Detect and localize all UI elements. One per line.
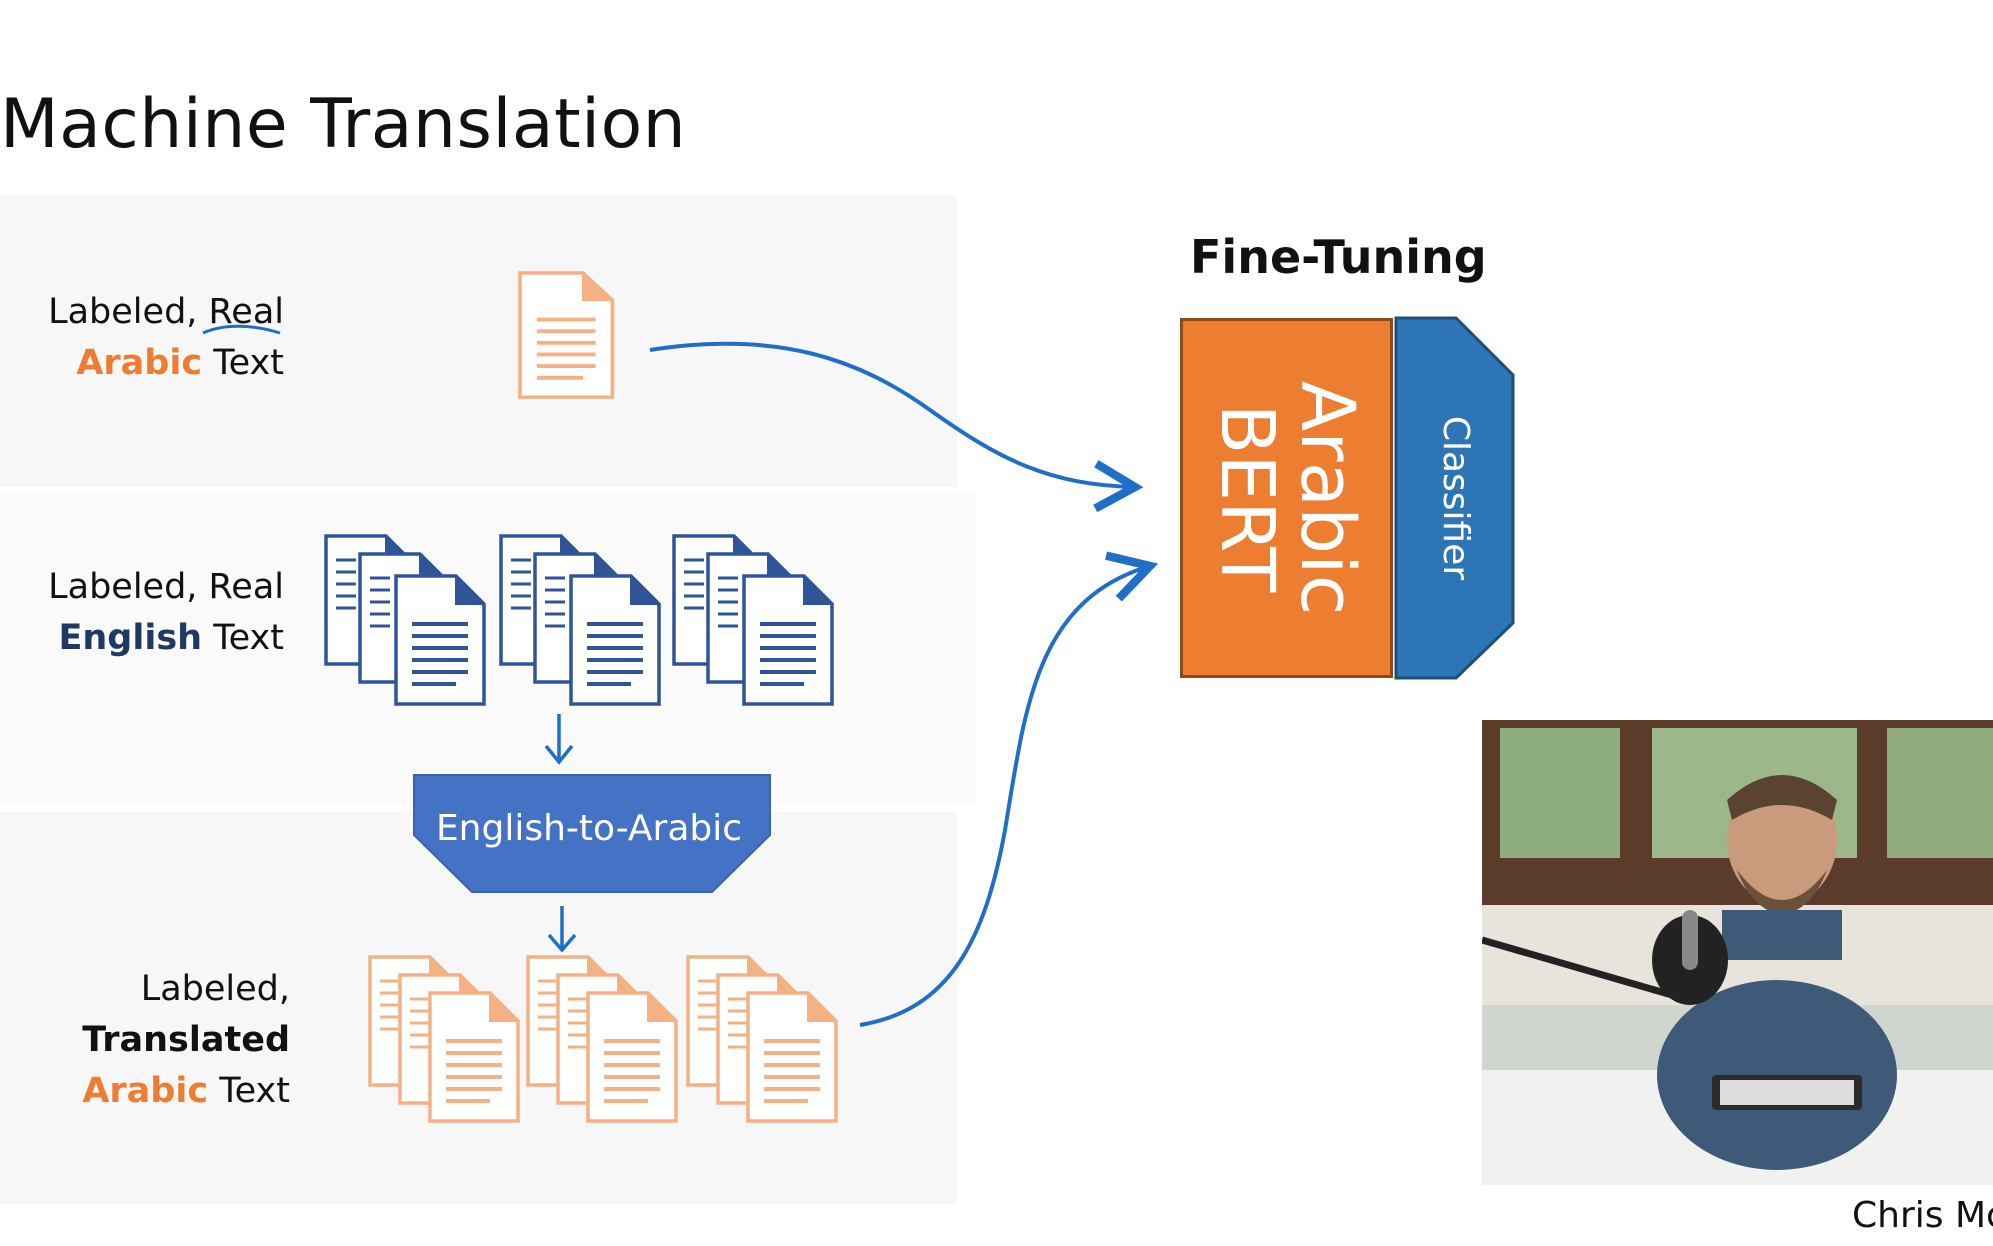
label-2-text: Text: [202, 618, 284, 658]
curved-arrow-icon: [859, 551, 1159, 1027]
classifier-label: Classifier: [1435, 416, 1476, 581]
label-1-line1: Labeled,: [48, 292, 209, 332]
label-1-arabic: Arabic: [76, 343, 203, 383]
bert-label: Arabic BERT: [1203, 380, 1370, 616]
label-3-text: Text: [208, 1071, 290, 1111]
document-icon: [518, 271, 615, 399]
label-real-arabic: Labeled, Real Arabic Text: [48, 287, 284, 389]
label-3-arabic: Arabic: [82, 1071, 209, 1111]
annotation-underline: [202, 324, 281, 335]
document-stack-icon: [674, 536, 832, 704]
presenter-name: Chris Mc: [1852, 1195, 1993, 1236]
arrow-down-icon: [544, 714, 574, 765]
translator-box: [413, 774, 771, 893]
arabic-bert-block: Arabic BERT: [1180, 318, 1393, 678]
label-3-line1: Labeled,: [140, 969, 290, 1009]
document-stack-icon: [528, 957, 676, 1121]
label-real-english: Labeled, Real English Text: [48, 562, 284, 664]
label-2-english: English: [58, 618, 203, 658]
translator-label: English-to-Arabic: [436, 808, 742, 849]
document-stack-icon: [326, 536, 484, 704]
document-stack-icon: [688, 957, 836, 1121]
label-translated-arabic: Labeled, Translated Arabic Text: [82, 964, 290, 1117]
bert-line-2: BERT: [1203, 403, 1290, 593]
label-2-line1: Labeled, Real: [48, 567, 284, 607]
stage-label: Fine-Tuning: [1190, 230, 1487, 284]
curved-arrow-icon: [649, 341, 1144, 513]
slide-title: Machine Translation: [0, 85, 687, 164]
presenter-image: [1482, 720, 1993, 1185]
document-stack-icon: [501, 536, 659, 704]
label-3-translated: Translated: [82, 1020, 290, 1060]
panel-real-arabic: [0, 195, 957, 487]
document-stack-icon: [370, 957, 518, 1121]
label-1-text: Text: [202, 343, 284, 383]
presenter-video: [1482, 720, 1993, 1185]
bert-line-1: Arabic: [1283, 380, 1370, 616]
arrow-down-icon: [547, 906, 577, 953]
classifier-block: [1394, 316, 1515, 680]
